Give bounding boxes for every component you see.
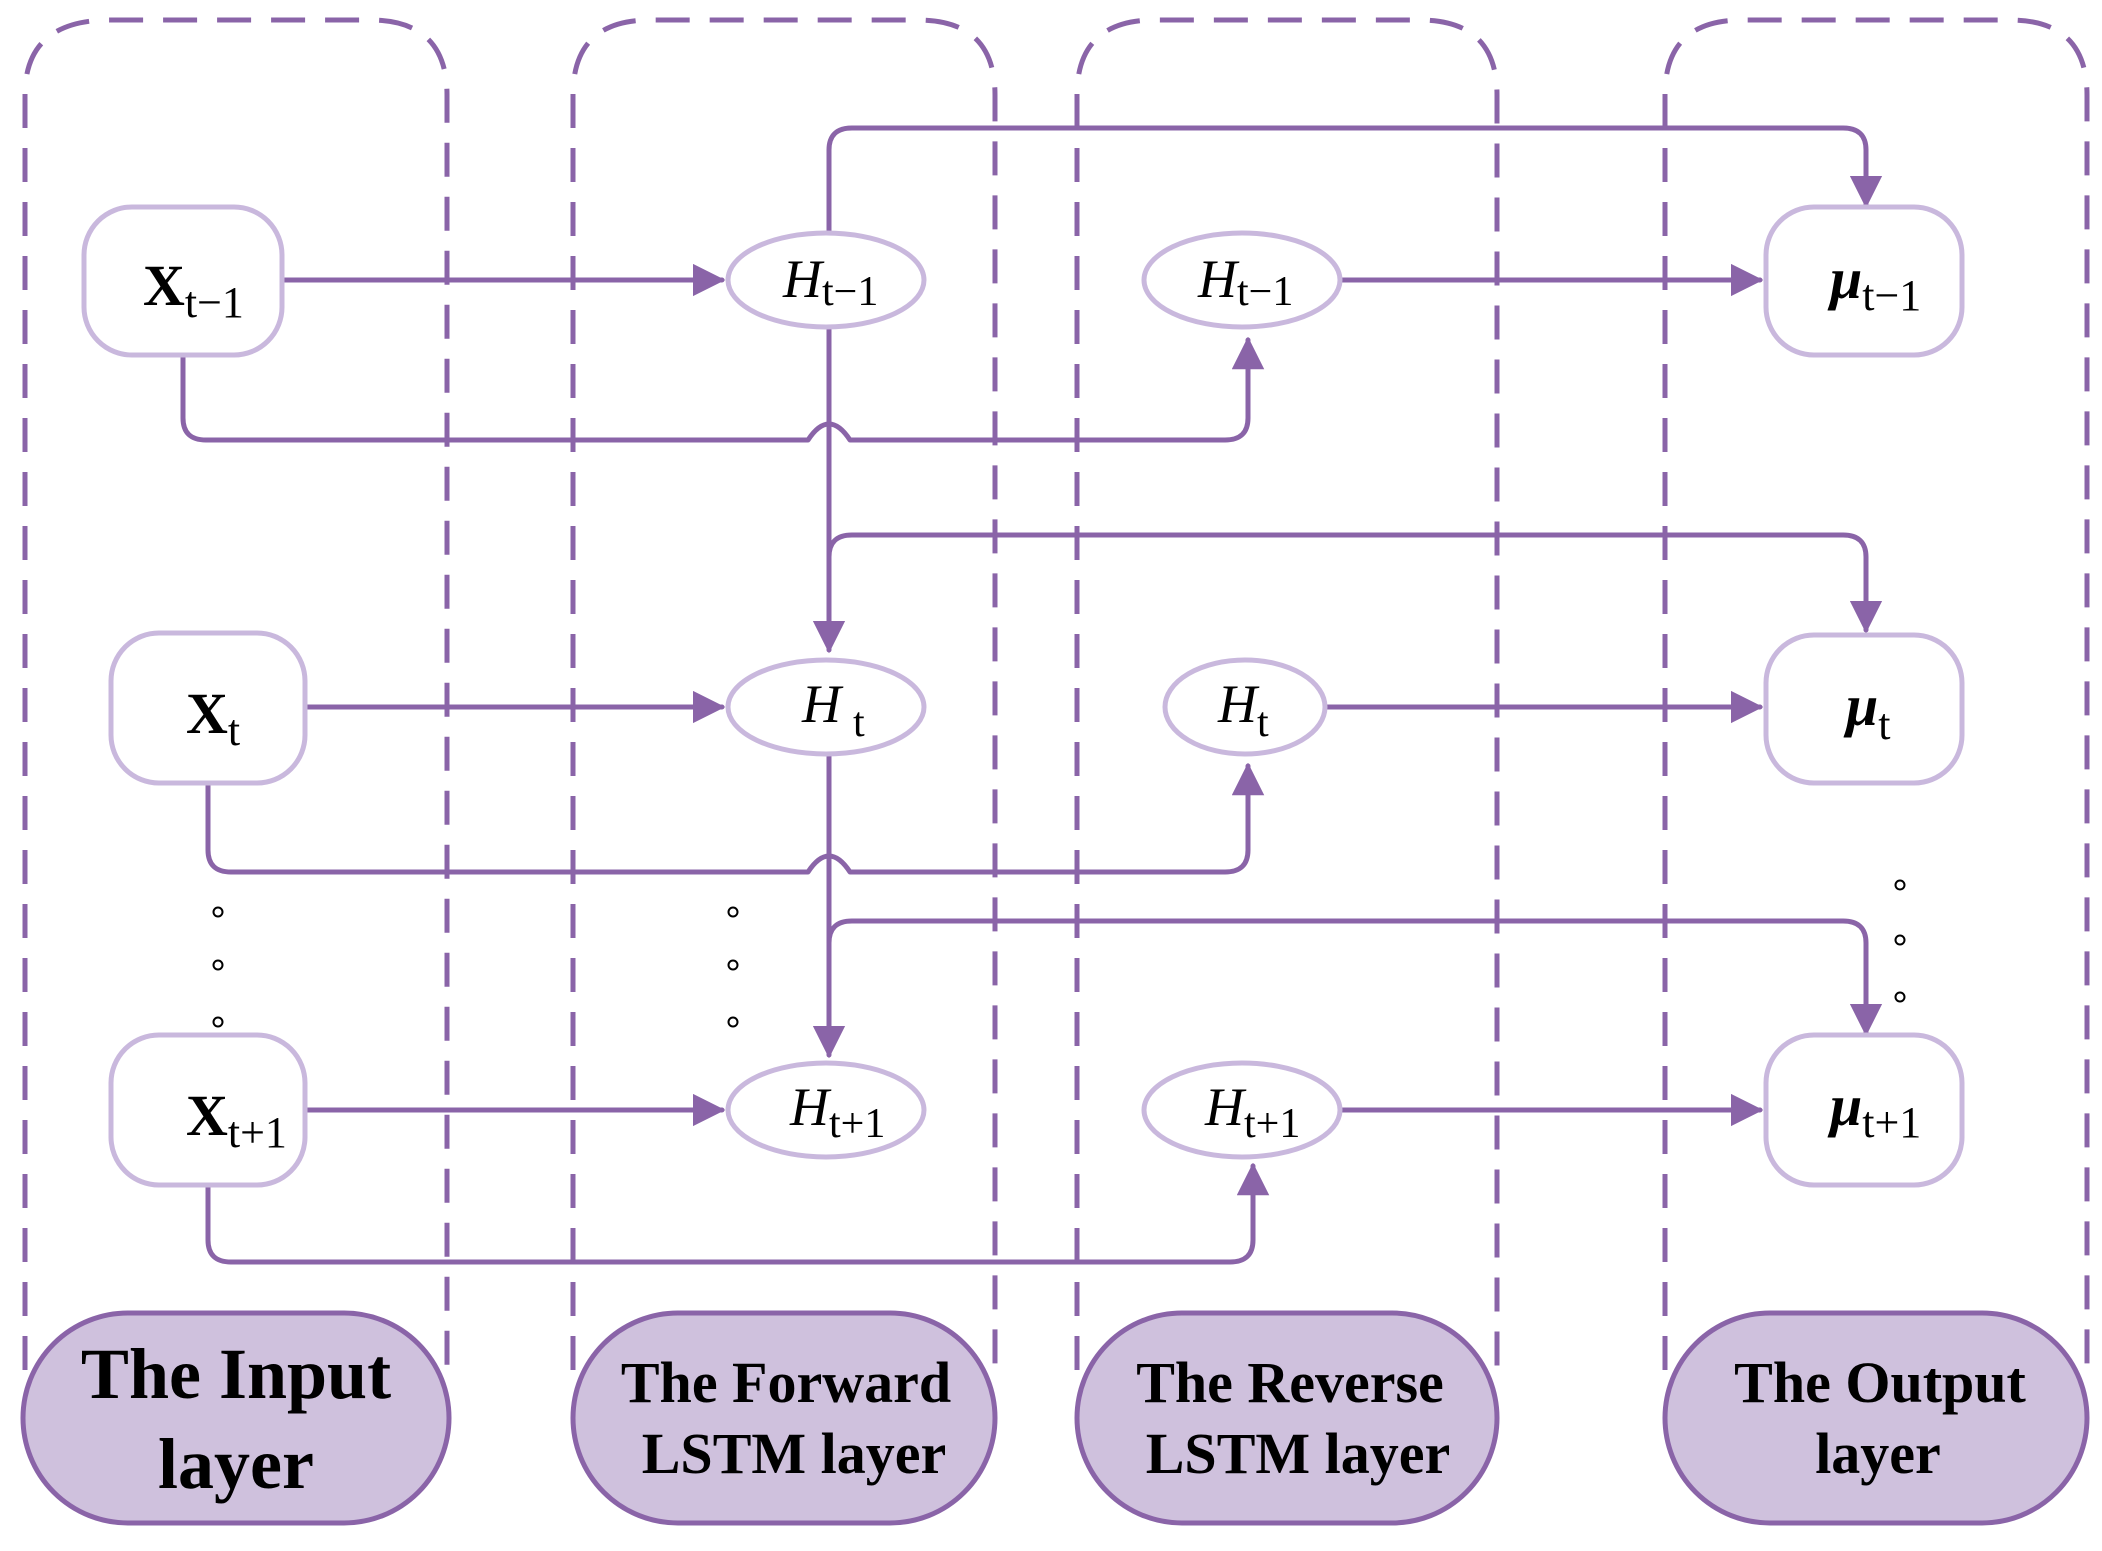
svg-text:Ht−1: Ht−1: [782, 249, 878, 315]
output-node-1-sub: t: [1878, 700, 1890, 749]
reverse-node-t-minus-1: Ht−1: [1141, 230, 1343, 330]
edge-x0-to-hr0: [180, 336, 1265, 443]
reverse-node-2-sub: t+1: [1244, 1101, 1300, 1147]
input-node-t-plus-1: Xt+1: [108, 1032, 308, 1188]
reverse-layer-label: The Reverse LSTM layer: [1074, 1310, 1500, 1526]
forward-node-0-main: H: [782, 249, 825, 309]
edge-hf0-to-mu0: [826, 125, 1883, 240]
output-node-2-main: μ: [1827, 1073, 1862, 1138]
column-labels: The Input layer The Forward LSTM layer T…: [20, 1310, 2090, 1526]
input-node-0-main: X: [143, 253, 185, 318]
output-node-0-main: μ: [1827, 246, 1862, 311]
reverse-layer-label-line2: LSTM layer: [1146, 1421, 1450, 1486]
input-node-1-main: X: [186, 681, 228, 746]
forward-layer-label-line1: The Forward: [621, 1350, 951, 1415]
forward-column-border: [570, 17, 998, 1370]
forward-node-1-main: H: [801, 674, 844, 734]
svg-text:Xt: Xt: [186, 681, 240, 755]
svg-text:μt: μt: [1843, 673, 1891, 749]
svg-text:Xt+1: Xt+1: [186, 1083, 287, 1157]
output-layer-label-line2: layer: [1815, 1421, 1941, 1486]
input-column-border: [22, 17, 450, 1370]
column-containers: [22, 17, 2090, 1370]
output-ellipsis-icon: [1894, 879, 1906, 1003]
input-node-t-minus-1: Xt−1: [81, 204, 285, 358]
svg-text:Ht−1: Ht−1: [1197, 249, 1293, 315]
forward-node-1-sub: t: [853, 700, 865, 746]
reverse-node-1-sub: t: [1257, 700, 1269, 746]
edge-x1-to-hr1: [205, 762, 1265, 875]
svg-text:Ht+1: Ht+1: [789, 1077, 885, 1147]
output-layer-label: The Output layer: [1662, 1310, 2090, 1526]
svg-text:μt−1: μt−1: [1827, 246, 1921, 320]
output-node-1-main: μ: [1843, 673, 1878, 738]
input-layer-label: The Input layer: [20, 1310, 452, 1526]
input-node-t: Xt: [108, 630, 308, 786]
reverse-nodes: Ht−1 Ht Ht+1: [1141, 230, 1343, 1160]
svg-text:Ht+1: Ht+1: [1204, 1077, 1300, 1147]
output-layer-label-line1: The Output: [1734, 1350, 2026, 1415]
connections: [180, 125, 1883, 1265]
input-node-1-sub: t: [228, 706, 240, 755]
forward-node-2-main: H: [789, 1077, 832, 1137]
forward-layer-label-line2: LSTM layer: [642, 1421, 946, 1486]
reverse-column-border: [1074, 17, 1500, 1370]
output-node-t-plus-1: μt+1: [1763, 1032, 1965, 1188]
input-node-2-sub: t+1: [228, 1108, 287, 1157]
input-node-0-sub: t−1: [185, 278, 244, 327]
output-node-2-sub: t+1: [1862, 1098, 1921, 1147]
reverse-node-0-sub: t−1: [1237, 269, 1293, 315]
forward-ellipsis-icon: [727, 906, 739, 1028]
edge-x2-to-hr2: [205, 1162, 1270, 1265]
forward-layer-label: The Forward LSTM layer: [570, 1310, 998, 1526]
output-node-t-minus-1: μt−1: [1763, 204, 1965, 358]
forward-node-2-sub: t+1: [829, 1101, 885, 1147]
input-node-2-main: X: [186, 1083, 228, 1148]
forward-node-t-plus-1: Ht+1: [725, 1060, 927, 1160]
reverse-node-t-plus-1: Ht+1: [1141, 1060, 1343, 1160]
reverse-node-2-main: H: [1204, 1077, 1247, 1137]
forward-node-0-sub: t−1: [822, 269, 878, 315]
reverse-node-0-main: H: [1197, 249, 1240, 309]
input-layer-label-line1: The Input: [81, 1334, 391, 1414]
forward-node-t-minus-1: Ht−1: [725, 230, 927, 330]
ellipsis-dots: [212, 879, 1906, 1028]
output-nodes: μt−1 μt μt+1: [1763, 204, 1965, 1188]
output-node-0-sub: t−1: [1862, 271, 1921, 320]
reverse-node-t: Ht: [1162, 657, 1328, 757]
svg-text:μt+1: μt+1: [1827, 1073, 1921, 1147]
svg-text:Ht: Ht: [1217, 674, 1269, 746]
output-column-border: [1662, 17, 2090, 1370]
edge-hf2-to-mu2: [826, 918, 1883, 1053]
input-nodes: Xt−1 Xt Xt+1: [81, 204, 308, 1188]
input-layer-label-line2: layer: [158, 1424, 314, 1504]
edge-hf1-to-mu1: [826, 532, 1883, 643]
reverse-node-1-main: H: [1217, 674, 1260, 734]
svg-text:Xt−1: Xt−1: [143, 253, 244, 327]
svg-text:Ht: Ht: [801, 674, 865, 746]
output-node-t: μt: [1763, 632, 1965, 786]
reverse-layer-label-line1: The Reverse: [1136, 1350, 1444, 1415]
input-ellipsis-icon: [212, 906, 224, 1028]
